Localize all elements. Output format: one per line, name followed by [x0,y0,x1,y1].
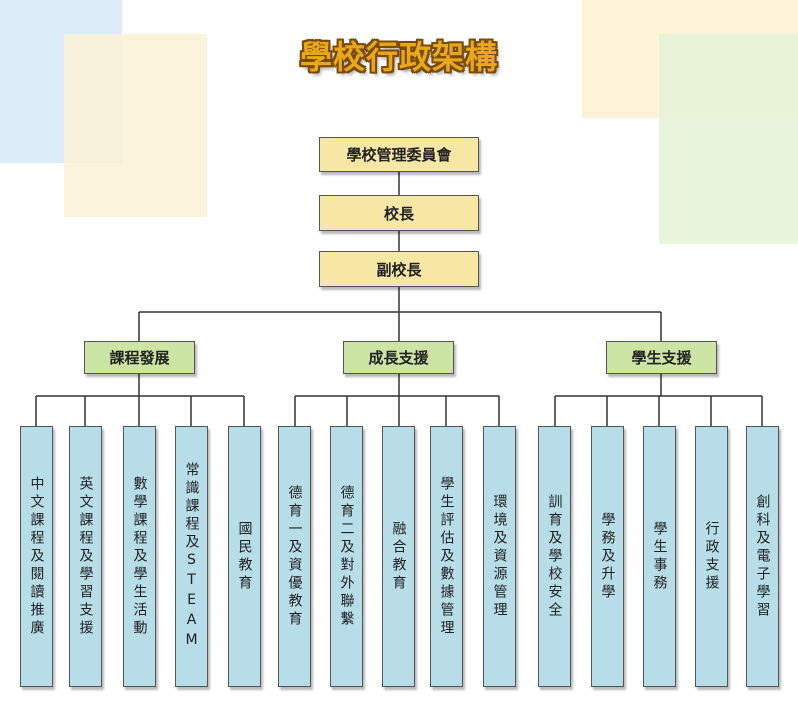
group-label: 成長支援 [368,349,429,367]
leaf-box: 德育一及資優教育 [278,426,311,687]
leaf-box: 學務及升學 [591,426,624,687]
leaf-box: 常識課程及STEAM [175,426,208,687]
leaf-box: 中文課程及閱讀推廣 [20,426,53,687]
group-box-growth: 成長支援 [343,341,454,374]
leaf-label: 國民教育 [236,520,253,593]
leaf-label: 學生事務 [651,520,668,593]
leaf-label: 數學課程及學生活動 [131,475,148,638]
management-committee-box: 學校管理委員會 [319,137,479,172]
vice-principal-box: 副校長 [319,251,479,287]
leaf-box: 數學課程及學生活動 [123,426,156,687]
leaf-box: 融合教育 [382,426,415,687]
leaf-box: 英文課程及學習支援 [69,426,102,687]
leaf-box: 環境及資源管理 [483,426,516,687]
leaf-box: 國民教育 [228,426,261,687]
decor-block-yellow-left [64,34,207,217]
page-title: 學校行政架構 [299,38,498,76]
leaf-label: 學生評估及數據管理 [438,475,455,638]
leaf-box: 行政支援 [695,426,728,687]
vice-principal-label: 副校長 [376,260,422,279]
group-label: 學生支援 [631,349,692,367]
leaf-label: 中文課程及閱讀推廣 [28,475,45,638]
leaf-label: 環境及資源管理 [491,493,508,620]
group-box-student: 學生支援 [606,341,717,374]
principal-box: 校長 [319,195,479,231]
decor-block-green [659,34,798,244]
leaf-label: 德育二及對外聯繫 [338,484,355,629]
leaf-label: 訓育及學校安全 [546,493,563,620]
leaf-box: 創科及電子學習 [746,426,779,687]
leaf-label: 創科及電子學習 [754,493,771,620]
leaf-box: 學生評估及數據管理 [430,426,463,687]
leaf-box: 學生事務 [643,426,676,687]
leaf-label: 融合教育 [390,520,407,593]
leaf-label: 常識課程及STEAM [183,461,200,652]
leaf-box: 訓育及學校安全 [538,426,571,687]
leaf-box: 德育二及對外聯繫 [330,426,363,687]
leaf-label: 學務及升學 [599,511,616,602]
management-committee-label: 學校管理委員會 [346,146,452,164]
group-label: 課程發展 [109,349,170,367]
group-box-curriculum: 課程發展 [84,341,195,374]
principal-label: 校長 [383,204,414,223]
leaf-label: 德育一及資優教育 [286,484,303,629]
leaf-label: 行政支援 [703,520,720,593]
leaf-label: 英文課程及學習支援 [77,475,94,638]
